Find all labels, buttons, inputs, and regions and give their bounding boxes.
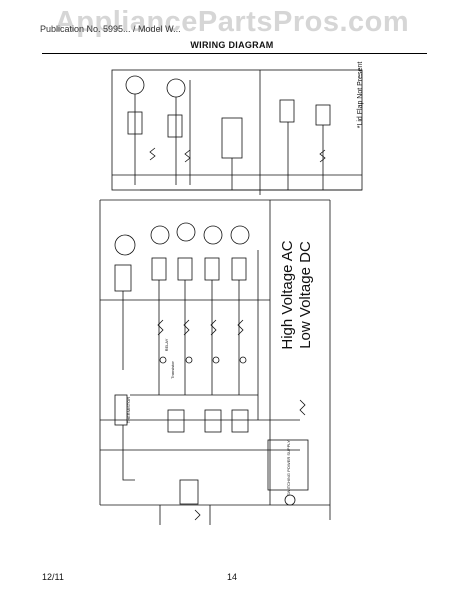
connector-block bbox=[167, 114, 183, 138]
motor-symbol bbox=[230, 225, 250, 245]
transistor-label: Transistor bbox=[170, 361, 175, 379]
high-voltage-label: High Voltage AC bbox=[279, 240, 296, 349]
ground-symbol bbox=[284, 494, 296, 506]
connector-block bbox=[114, 264, 132, 292]
motor-symbol bbox=[114, 234, 136, 256]
lid-note: *Lid Flap Not Present bbox=[357, 62, 364, 129]
motor-symbol bbox=[150, 225, 170, 245]
thermistor-label: THERMISTOR bbox=[126, 397, 131, 423]
title-divider bbox=[42, 53, 427, 54]
connector-block bbox=[279, 99, 295, 123]
motor-symbol bbox=[125, 75, 145, 95]
power-supply-label: SWITCHING POWER SUPPLY bbox=[286, 440, 291, 496]
footer-date: 12/11 bbox=[42, 572, 64, 582]
page-title: WIRING DIAGRAM bbox=[190, 40, 274, 50]
low-voltage-label: Low Voltage DC bbox=[297, 241, 314, 349]
switching-power-supply bbox=[267, 439, 309, 491]
upper-control-block bbox=[111, 69, 363, 191]
connector-block bbox=[204, 257, 220, 281]
document-reference: Publication No. 5995... / Model W... bbox=[40, 24, 181, 34]
footer-page-number: 14 bbox=[227, 572, 238, 582]
thermistor-symbol bbox=[114, 394, 128, 426]
connector-block bbox=[315, 104, 331, 126]
connector-block bbox=[231, 257, 247, 281]
display-board bbox=[221, 117, 243, 159]
watermark-text: AppliancePartsPros.com bbox=[54, 6, 410, 38]
motor-symbol bbox=[203, 225, 223, 245]
connector-block bbox=[151, 257, 167, 281]
connector-block bbox=[177, 257, 193, 281]
motor-symbol bbox=[176, 222, 196, 242]
relay-label: RELAY bbox=[164, 338, 169, 351]
motor-symbol bbox=[166, 78, 186, 98]
